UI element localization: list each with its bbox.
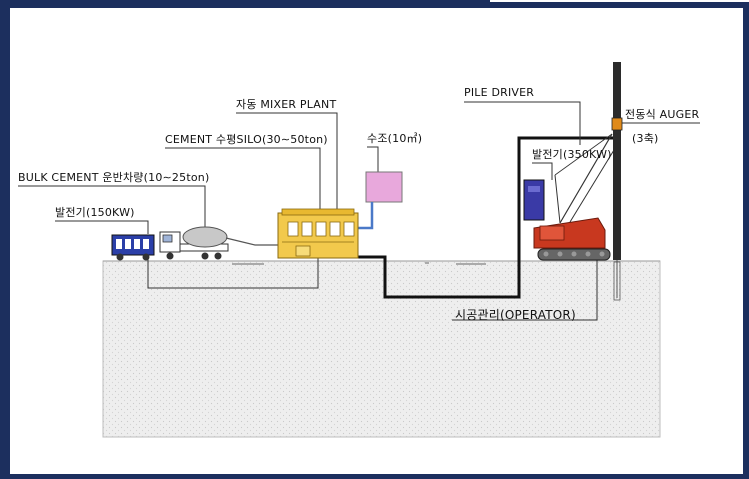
cement-feed-pipe <box>225 237 285 246</box>
mixer-leader-line <box>236 112 338 212</box>
label-generator-large: 발전기(350KW) <box>532 148 612 161</box>
top-divider <box>490 0 749 2</box>
grout-line <box>358 136 617 299</box>
ground-marks <box>232 262 486 265</box>
label-auger: 전동식 AUGER <box>625 108 700 121</box>
generator-small <box>111 234 155 261</box>
bulk-cement-truck <box>159 226 229 260</box>
truck-leader-line <box>18 185 206 230</box>
mixer-plant <box>277 208 359 259</box>
label-generator-small: 발전기(150KW) <box>55 206 135 219</box>
water-pipe <box>358 202 374 230</box>
gen-small-leader-line <box>55 220 149 234</box>
operator-leader-line <box>452 258 598 321</box>
label-pile-driver: PILE DRIVER <box>464 86 535 99</box>
ground-section <box>102 260 661 438</box>
label-operator: 시공관리(OPERATOR) <box>455 308 576 322</box>
tank-leader-line <box>367 146 379 172</box>
label-bulk-truck: BULK CEMENT 운반차량(10∼25ton) <box>18 171 210 184</box>
pile-driver-leader-line <box>464 101 581 145</box>
generator-large <box>523 179 545 221</box>
power-cable-small <box>147 258 319 289</box>
auger-mast <box>611 62 623 301</box>
label-auger-axes: (3축) <box>632 132 659 145</box>
water-tank <box>365 171 403 203</box>
silo-leader-line <box>165 147 321 213</box>
label-water-tank: 수조(10㎥) <box>367 132 423 145</box>
label-mixer-plant: 자동 MIXER PLANT <box>236 98 337 111</box>
gen-large-leader-line <box>532 162 553 180</box>
pile-driver <box>533 133 615 261</box>
label-cement-silo: CEMENT 수평SILO(30∼50ton) <box>165 133 328 146</box>
